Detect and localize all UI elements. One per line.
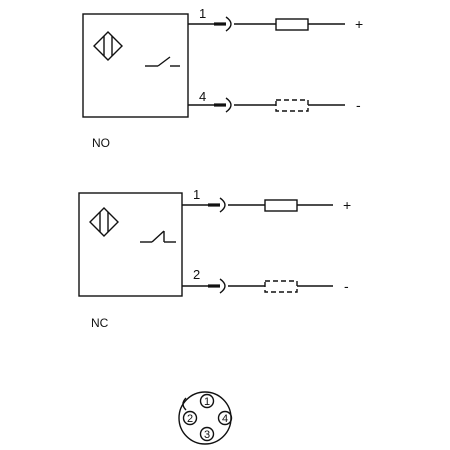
nc-top-wire bbox=[182, 197, 333, 213]
nc-resistor bbox=[264, 199, 298, 212]
nc-pin-top-label: 1 bbox=[193, 187, 200, 202]
connector-key-notch bbox=[182, 397, 187, 411]
nc-pin-bottom-label: 2 bbox=[193, 267, 200, 282]
no-bottom-wire bbox=[188, 97, 345, 113]
connector-pin-3: 3 bbox=[199, 426, 215, 442]
connector-pin-2-label: 2 bbox=[187, 413, 193, 425]
no-switch-symbol bbox=[145, 56, 180, 67]
connector-pin-4: 4 bbox=[217, 410, 233, 426]
no-label: NO bbox=[92, 136, 110, 150]
connector-pin-4-label: 4 bbox=[222, 413, 228, 425]
connector-pin-3-label: 3 bbox=[204, 429, 210, 441]
nc-bottom-wire bbox=[182, 278, 333, 294]
nc-sensor-box bbox=[78, 192, 183, 297]
no-sign-top: + bbox=[355, 16, 363, 32]
no-resistor bbox=[275, 18, 309, 31]
nc-proximity-symbol bbox=[89, 207, 119, 237]
nc-sign-top: + bbox=[343, 197, 351, 213]
no-dashed-resistor bbox=[275, 99, 309, 112]
no-top-wire bbox=[188, 16, 345, 32]
connector-pin-1-label: 1 bbox=[204, 396, 210, 408]
no-pin-bottom-label: 4 bbox=[199, 89, 206, 104]
no-pin-top-label: 1 bbox=[199, 6, 206, 21]
connector-pin-1: 1 bbox=[199, 393, 215, 409]
connector-pinout: 1 2 3 4 bbox=[178, 391, 233, 445]
nc-sign-bottom: - bbox=[344, 278, 349, 294]
nc-switch-symbol bbox=[140, 230, 176, 243]
nc-label: NC bbox=[91, 316, 109, 330]
nc-dashed-resistor bbox=[264, 280, 298, 293]
connector-pin-2: 2 bbox=[182, 410, 198, 426]
no-sign-bottom: - bbox=[356, 97, 361, 113]
no-circuit: 1 + 4 - NO bbox=[82, 6, 363, 150]
no-proximity-symbol bbox=[93, 31, 123, 61]
no-sensor-box bbox=[82, 13, 189, 118]
nc-circuit: 1 + 2 - NC bbox=[78, 187, 351, 330]
